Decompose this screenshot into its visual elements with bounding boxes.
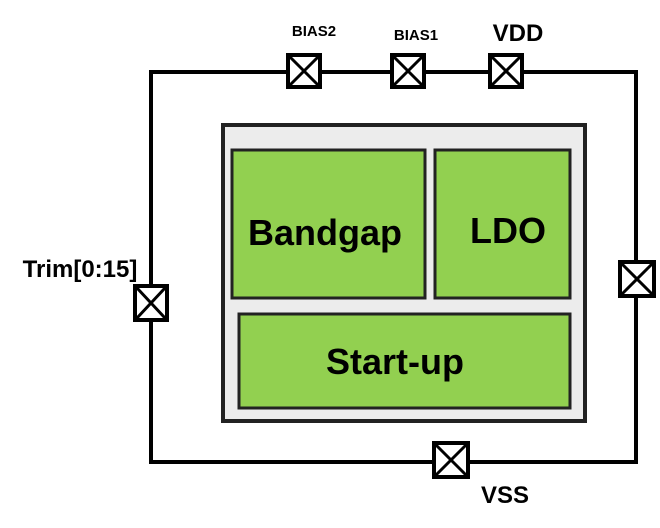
ldo-label: LDO: [470, 210, 546, 251]
bandgap-block: [230, 148, 427, 300]
vdd-label: VDD: [493, 20, 544, 47]
vdd-pad-icon: [488, 53, 524, 89]
vss-label: VSS: [481, 482, 529, 509]
bandgap-label: Bandgap: [248, 212, 402, 253]
startup-label: Start-up: [326, 341, 464, 382]
vss-pad-icon: [432, 441, 470, 479]
bias1-label: BIAS1: [394, 27, 438, 44]
bias1-pad-icon: [390, 53, 426, 89]
trim-label: Trim[0:15]: [23, 256, 138, 283]
bias2-label: BIAS2: [292, 23, 336, 40]
startup-block: [237, 312, 572, 410]
ldo-block: [433, 148, 572, 300]
right-pad-icon: [618, 260, 656, 298]
trim-pad-icon: [133, 284, 169, 322]
bias2-pad-icon: [286, 53, 322, 89]
